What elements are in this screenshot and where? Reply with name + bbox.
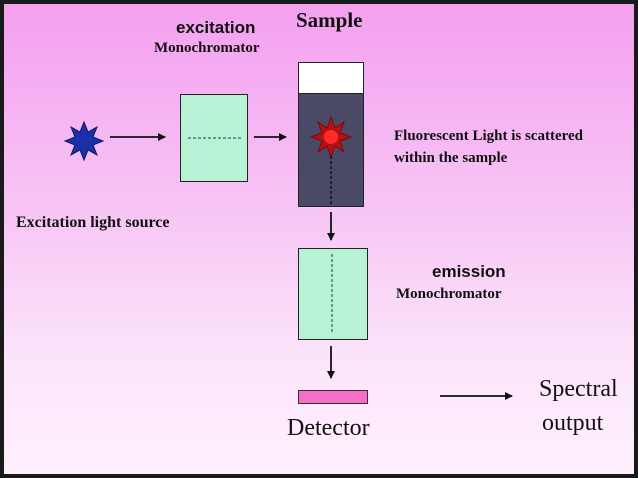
red-star-icon [309,115,353,159]
cuvette-top [298,62,364,94]
spectral-output-line2: output [542,410,604,436]
light-source-label: Excitation light source [16,214,170,231]
spectral-output-line1: Spectral [539,376,618,402]
detector-label: Detector [287,415,370,441]
blue-star-icon [63,120,105,162]
fluorescent-text-line1: Fluorescent Light is scattered [394,128,584,144]
excitation-monochromator-label: Monochromator [154,40,260,56]
emission-monochromator-label: Monochromator [396,286,502,302]
emission-label: emission [432,262,506,281]
fluorescent-text-line2: within the sample [394,150,508,166]
emission-monochromator [298,248,368,340]
diagram-graphics [63,115,513,400]
detector [298,390,368,404]
excitation-label: excitation [176,18,256,37]
sample-label: Sample [296,8,363,32]
